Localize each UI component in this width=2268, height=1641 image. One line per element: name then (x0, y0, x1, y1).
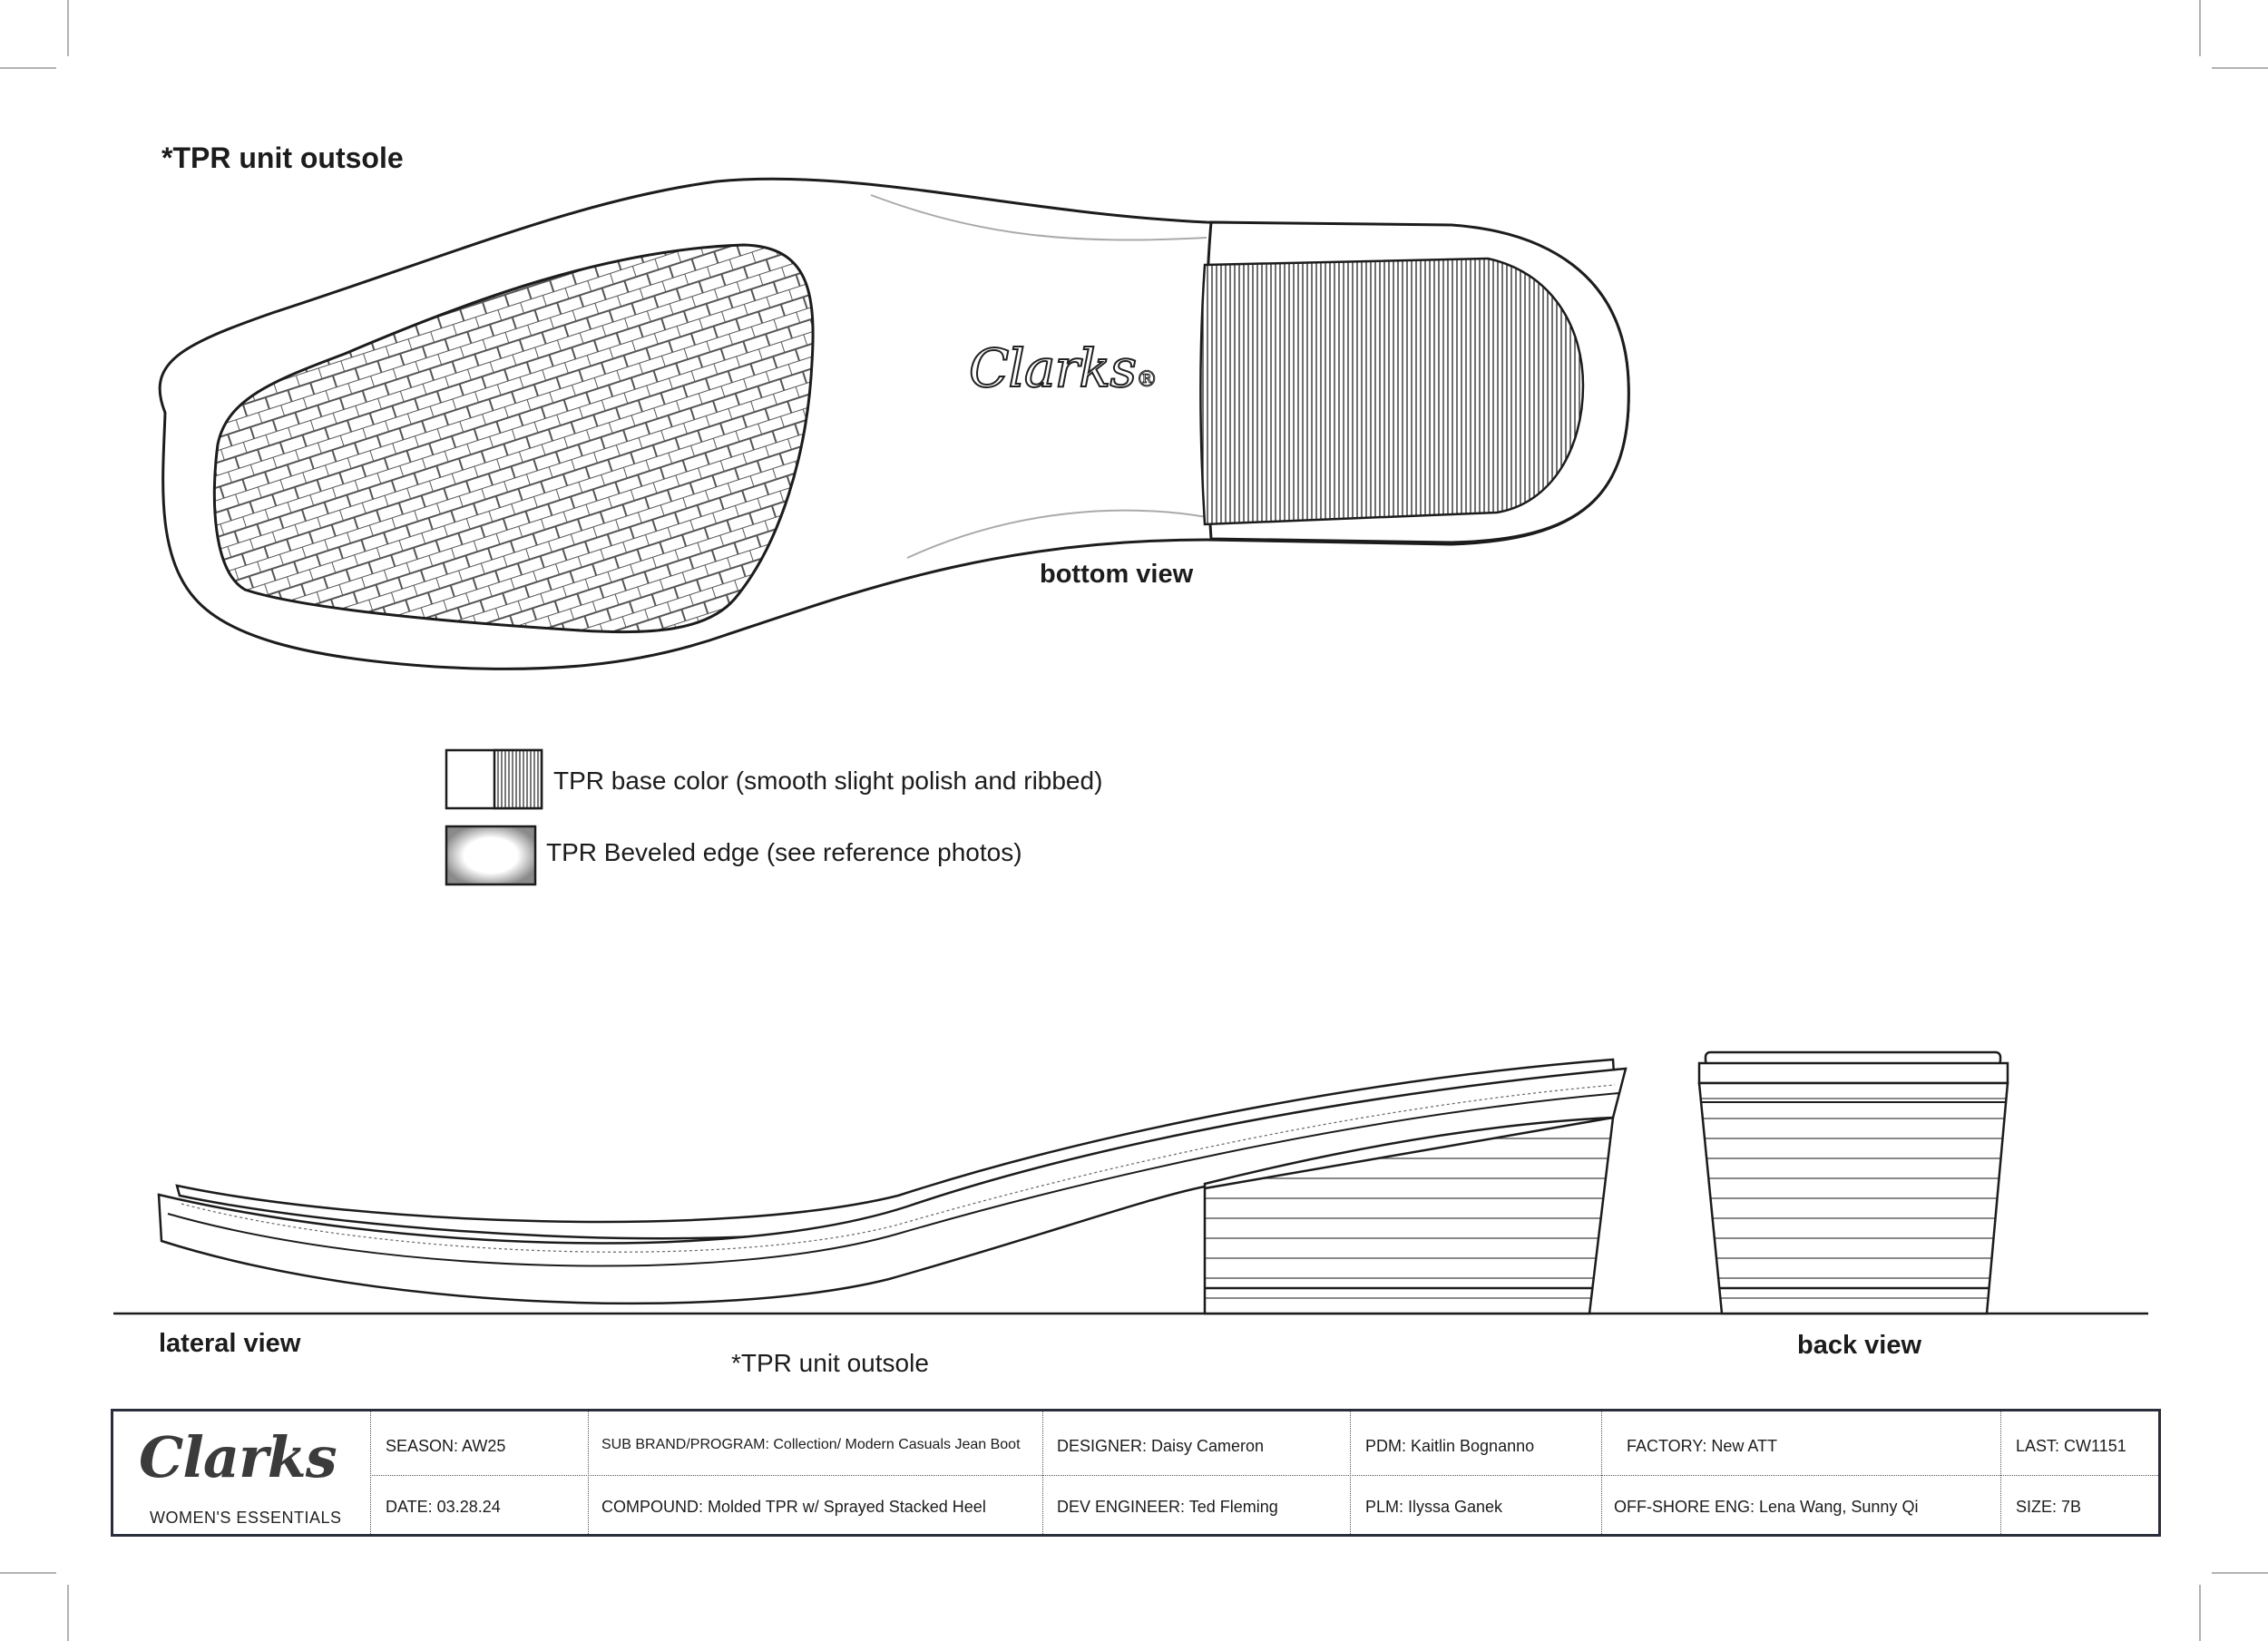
lateral-view-label: lateral view (159, 1329, 301, 1358)
sole-logo: Clarks® (968, 337, 1158, 400)
back-view-stacked-heel (1697, 1081, 2009, 1315)
size-field: SIZE: 7B (2016, 1498, 2082, 1516)
last-field: LAST: CW1151 (2016, 1437, 2126, 1455)
lateral-sole-midsole (157, 1067, 1628, 1305)
forefoot-tread-grid (212, 243, 815, 634)
compound-field: COMPOUND: Molded TPR w/ Sprayed Stacked … (601, 1498, 986, 1516)
bottom-note: *TPR unit outsole (731, 1349, 929, 1377)
date-field: DATE: 03.28.24 (386, 1498, 501, 1516)
back-view-label: back view (1797, 1331, 1922, 1360)
brand-subtitle: WOMEN'S ESSENTIALS (150, 1509, 342, 1527)
offshore-eng-field: OFF-SHORE ENG: Lena Wang, Sunny Qi (1614, 1498, 1919, 1516)
title-block: Clarks WOMEN'S ESSENTIALS SEASON: AW25 D… (111, 1409, 2161, 1537)
season-field: SEASON: AW25 (386, 1437, 506, 1455)
heel-ribbed-panel (1199, 257, 1585, 526)
dev-engineer-field: DEV ENGINEER: Ted Fleming (1057, 1498, 1278, 1516)
plm-field: PLM: Ilyssa Ganek (1365, 1498, 1503, 1516)
sub-brand-field: SUB BRAND/PROGRAM: Collection/ Modern Ca… (601, 1437, 1021, 1452)
designer-field: DESIGNER: Daisy Cameron (1057, 1437, 1265, 1455)
pdm-field: PDM: Kaitlin Bognanno (1365, 1437, 1535, 1455)
lateral-stacked-heel (1203, 1116, 1615, 1315)
page-title: *TPR unit outsole (161, 142, 404, 174)
factory-field: FACTORY: New ATT (1627, 1437, 1778, 1455)
bottom-view-label: bottom view (1040, 560, 1194, 589)
legend-base-color-text: TPR base color (smooth slight polish and… (553, 767, 1103, 795)
legend-swatch-bevel (445, 825, 537, 886)
legend-beveled-edge-text: TPR Beveled edge (see reference photos) (546, 838, 1022, 866)
brand-logo: Clarks (139, 1424, 337, 1490)
